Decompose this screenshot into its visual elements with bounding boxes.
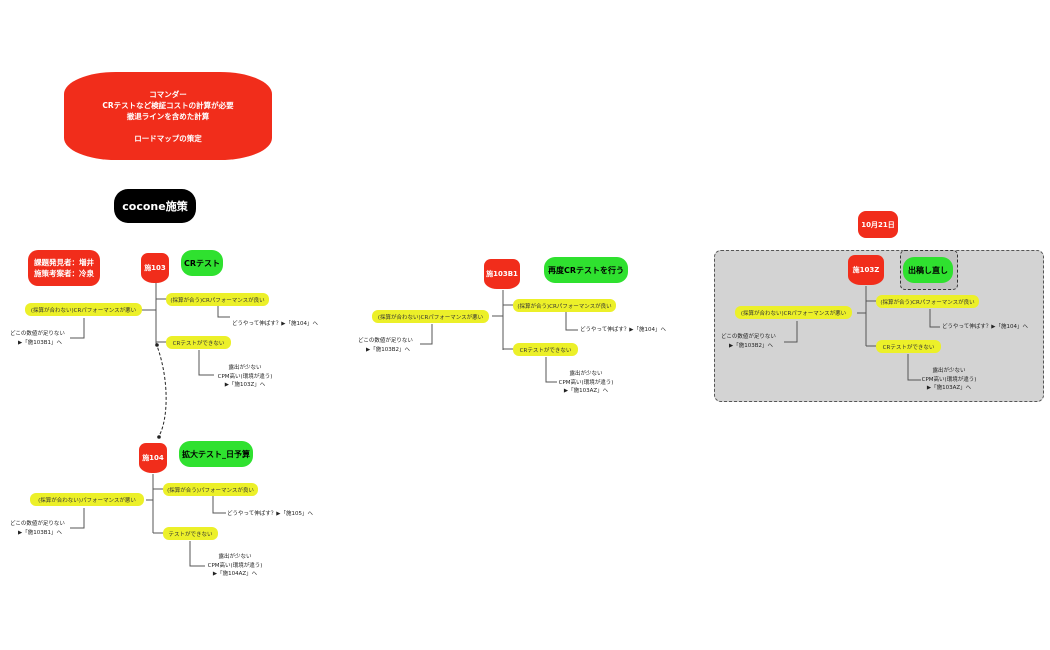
bad-note-103z-line3: ▶「施103AZ」へ [926, 385, 972, 391]
left-note-104: どこの数値が足りない ▶「施103B1」へ [10, 520, 65, 537]
branch-bad-performance-103[interactable]: (採算が合わない)CRパフォーマンスが悪い [25, 303, 142, 316]
left-note-103b1: どこの数値が足りない ▶「施103B2」へ [358, 337, 413, 354]
left-note-103b1-line1: どこの数値が足りない [358, 338, 413, 344]
good-note-103b1: どうやって伸ばす？▶「施104」へ [580, 327, 666, 333]
bad-note-103-line2: CPM高い(環境が違う) [217, 373, 273, 380]
bad-note-103b1-line1: 露出が少ない [569, 371, 603, 377]
commander-line-4 [102, 122, 233, 133]
bad-note-103z-line2: CPM高い(環境が違う) [921, 376, 977, 383]
bad-note-103-line3: ▶「施103Z」へ [224, 382, 266, 388]
green-label-103[interactable]: CRテスト [181, 250, 223, 276]
green-label-104[interactable]: 拡大テスト_日予算 [179, 441, 253, 467]
branch-bad-performance-103z[interactable]: (採算が合わない)CRパフォーマンスが悪い [735, 306, 852, 319]
bad-note-103b1: 露出が少ない CPM高い(環境が違う) ▶「施103AZ」へ [553, 370, 619, 396]
left-note-103z: どこの数値が足りない ▶「施103B2」へ [721, 333, 776, 350]
good-note-104: どうやって伸ばす？▶「施105」へ [227, 511, 313, 517]
left-note-103z-line2: ▶「施103B2」へ [729, 342, 774, 349]
node-104[interactable]: 施104 [139, 443, 167, 473]
commander-line-2: CRテストなど検証コストの計算が必要 [102, 100, 234, 110]
good-note-103: どうやって伸ばす？▶「施104」へ [232, 321, 318, 327]
branch-bad-performance-104[interactable]: (採算が合わない)パフォーマンスが悪い [30, 493, 144, 506]
commander-line-1: コマンダー [149, 89, 187, 99]
commander-line-3: 撤退ラインを含めた計算 [126, 111, 210, 121]
node-103[interactable]: 施103 [141, 253, 169, 283]
left-note-103z-line1: どこの数値が足りない [721, 334, 776, 340]
bad-note-104-line3: ▶「施104AZ」へ [212, 571, 258, 577]
node-103z[interactable]: 施103Z [848, 255, 884, 285]
node-103b1[interactable]: 施103B1 [484, 259, 520, 289]
branch-good-performance-103b1[interactable]: (採算が合う)CRパフォーマンスが良い [513, 299, 616, 312]
left-note-103-line1: どこの数値が足りない [10, 331, 65, 337]
branch-good-performance-104[interactable]: (採算が合う)パフォーマンスが良い [163, 483, 258, 496]
cocone-label[interactable]: cocone施策 [114, 189, 196, 223]
left-note-103: どこの数値が足りない ▶「施103B1」へ [10, 330, 65, 347]
bad-note-103: 露出が少ない CPM高い(環境が違う) ▶「施103Z」へ [212, 364, 278, 390]
bad-note-104-line1: 露出が少ない [218, 554, 252, 560]
idea-owner: 施策考案者：冷泉 [34, 269, 94, 278]
branch-bad-performance-103b1[interactable]: (採算が合わない)CRパフォーマンスが悪い [372, 310, 489, 323]
branch-cannot-test-104[interactable]: テストができない [163, 527, 218, 540]
left-note-103-line2: ▶「施103B1」へ [18, 339, 63, 346]
green-label-103z[interactable]: 出稿し直し [903, 257, 953, 283]
branch-good-performance-103[interactable]: (採算が合う)CRパフォーマンスが良い [166, 293, 269, 306]
commander-note[interactable]: コマンダー CRテストなど検証コストの計算が必要 撤退ラインを含めた計算 ロード… [64, 72, 272, 160]
date-badge[interactable]: 10月21日 [858, 211, 898, 238]
bad-note-103b1-line2: CPM高い(環境が違う) [558, 379, 614, 386]
commander-line-5: ロードマップの策定 [134, 133, 202, 143]
left-note-104-line1: どこの数値が足りない [10, 521, 65, 527]
bad-note-103b1-line3: ▶「施103AZ」へ [563, 388, 609, 394]
bad-note-103z-line1: 露出が少ない [932, 368, 966, 374]
bad-note-103-line1: 露出が少ない [228, 365, 262, 371]
bad-note-104: 露出が少ない CPM高い(環境が違う) ▶「施104AZ」へ [202, 553, 268, 579]
good-note-103z: どうやって伸ばす？▶「施104」へ [942, 324, 1028, 330]
issue-owner-note[interactable]: 課題発見者：増井 施策考案者：冷泉 [28, 250, 100, 286]
left-note-103b1-line2: ▶「施103B2」へ [366, 346, 411, 353]
issue-finder: 課題発見者：増井 [34, 258, 94, 267]
left-note-104-line2: ▶「施103B1」へ [18, 529, 63, 536]
branch-cannot-test-103b1[interactable]: CRテストができない [513, 343, 578, 356]
bad-note-103z: 露出が少ない CPM高い(環境が違う) ▶「施103AZ」へ [916, 367, 982, 393]
branch-cannot-test-103z[interactable]: CRテストができない [876, 340, 941, 353]
branch-cannot-test-103[interactable]: CRテストができない [166, 336, 231, 349]
green-label-103b1[interactable]: 再度CRテストを行う [544, 257, 628, 283]
branch-good-performance-103z[interactable]: (採算が合う)CRパフォーマンスが良い [876, 295, 979, 308]
bad-note-104-line2: CPM高い(環境が違う) [207, 562, 263, 569]
